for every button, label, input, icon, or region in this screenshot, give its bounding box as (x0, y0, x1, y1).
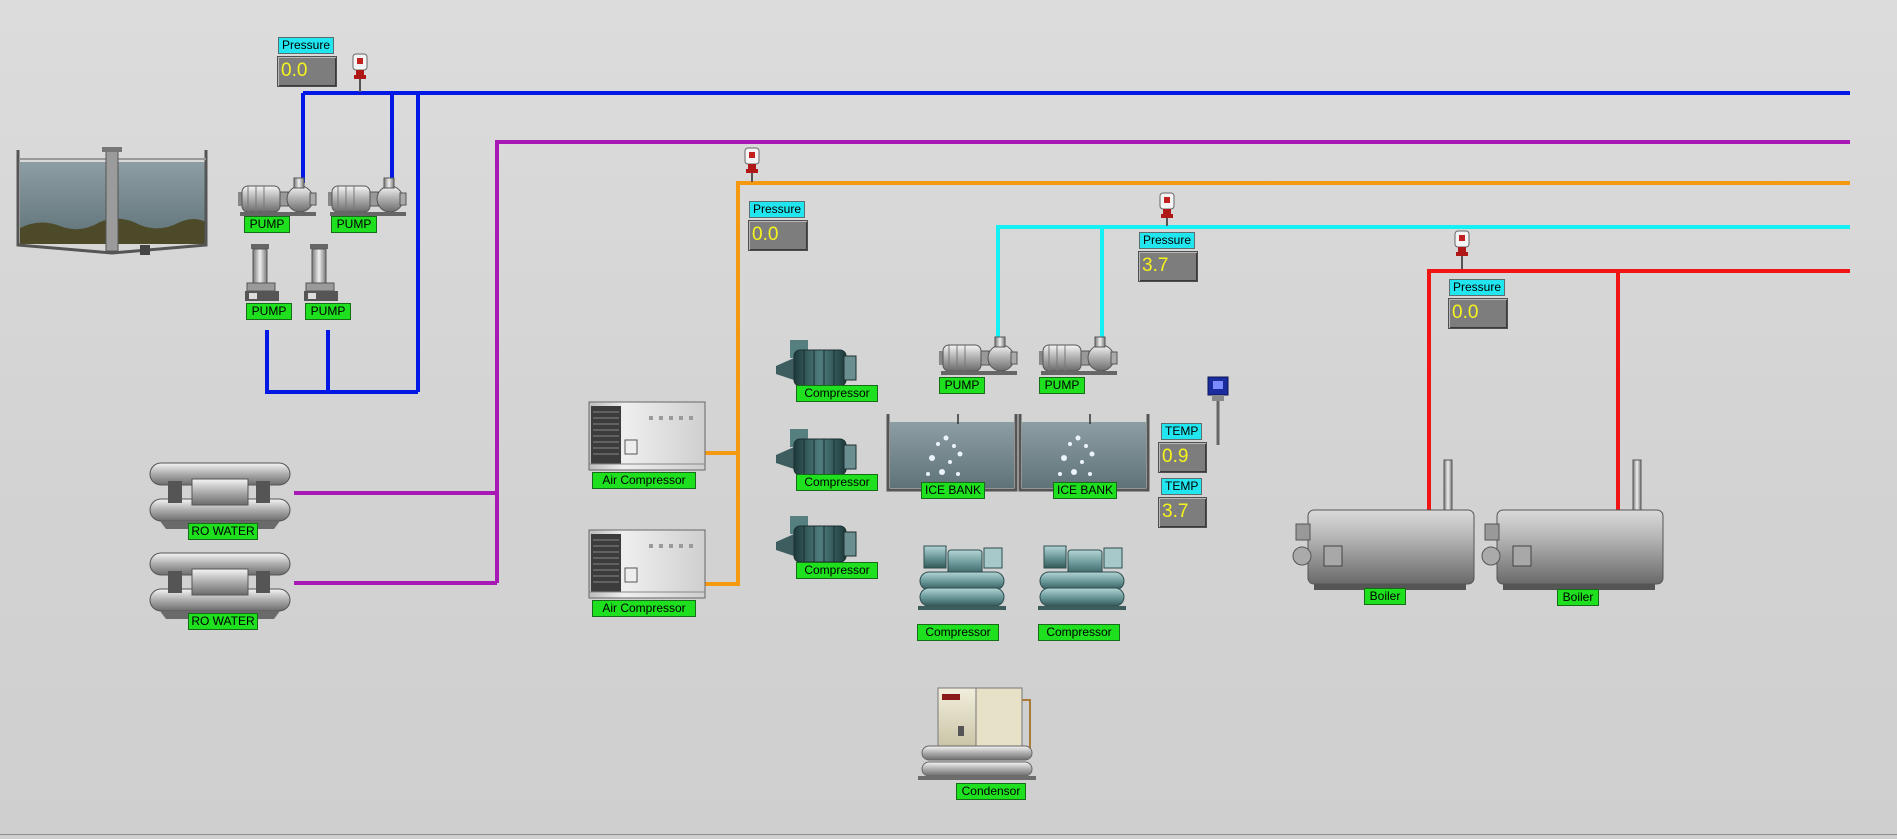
air-compressor-1-label[interactable]: Air Compressor (592, 472, 696, 489)
ice-temp-1-value[interactable]: 0.9 (1158, 442, 1207, 473)
compressor-1-label[interactable]: Compressor (796, 385, 878, 402)
pump-3-graphic[interactable] (939, 336, 1018, 375)
ice-bank-1-graphic[interactable] (886, 414, 1018, 492)
canvas-bottom-border (0, 834, 1897, 835)
vertical-pump-1-graphic[interactable] (245, 244, 279, 301)
temperature-probe-icon (1207, 376, 1229, 445)
air-compressor-2-label[interactable]: Air Compressor (592, 600, 696, 617)
ro-water-1-label[interactable]: RO WATER (188, 523, 258, 540)
compressor-3-graphic[interactable] (776, 516, 857, 563)
compressor-3-label[interactable]: Compressor (796, 562, 878, 579)
ice-bank-2-label[interactable]: ICE BANK (1053, 482, 1117, 499)
ro-water-line (294, 140, 1850, 585)
boiler-1-label[interactable]: Boiler (1364, 588, 1406, 605)
ice-bank-2-graphic[interactable] (1018, 414, 1150, 492)
air-compressor-2-graphic[interactable] (588, 529, 706, 599)
water-supply-line (265, 91, 1850, 394)
steam-pressure-title: Pressure (1449, 279, 1506, 296)
chilled-pressure-value[interactable]: 3.7 (1138, 251, 1198, 282)
ro-water-unit-1-graphic[interactable] (149, 462, 291, 529)
compressor-1-graphic[interactable] (776, 340, 857, 387)
condensor-label[interactable]: Condensor (956, 783, 1026, 800)
boiler-1-graphic[interactable] (1292, 459, 1475, 590)
compressor-5-label[interactable]: Compressor (1038, 624, 1120, 641)
condensor-graphic[interactable] (918, 687, 1036, 780)
pump-4-label[interactable]: PUMP (1039, 377, 1085, 394)
chilled-pressure-title: Pressure (1139, 232, 1196, 249)
ro-water-2-label[interactable]: RO WATER (188, 613, 258, 630)
ice-temp-2-title: TEMP (1161, 478, 1203, 495)
compressor-5-graphic[interactable] (1038, 545, 1126, 610)
pump-2-label[interactable]: PUMP (331, 216, 377, 233)
vertical-pump-2-label[interactable]: PUMP (305, 303, 351, 320)
chilled-water-line (996, 225, 1850, 338)
pump-3-label[interactable]: PUMP (939, 377, 985, 394)
pump-4-graphic[interactable] (1039, 336, 1118, 375)
pressure-transmitter-icon (1454, 230, 1470, 269)
pressure-transmitter-icon (744, 147, 760, 182)
water-pressure-title: Pressure (278, 37, 335, 54)
compressor-2-label[interactable]: Compressor (796, 474, 878, 491)
air-compressor-1-graphic[interactable] (588, 401, 706, 471)
vertical-pump-1-label[interactable]: PUMP (246, 303, 292, 320)
compressor-4-label[interactable]: Compressor (917, 624, 999, 641)
vertical-pump-2-graphic[interactable] (304, 244, 338, 301)
pump-2-graphic[interactable] (328, 177, 407, 216)
pressure-transmitter-icon (352, 53, 368, 92)
steam-pressure-value[interactable]: 0.0 (1448, 298, 1508, 329)
air-pressure-value[interactable]: 0.0 (748, 220, 808, 251)
air-pressure-title: Pressure (749, 201, 806, 218)
boiler-2-graphic[interactable] (1481, 459, 1664, 590)
steam-line (1427, 269, 1850, 512)
water-pressure-value[interactable]: 0.0 (277, 56, 337, 87)
pressure-transmitter-icon (1159, 192, 1175, 226)
ice-temp-2-value[interactable]: 3.7 (1158, 497, 1207, 528)
ro-water-unit-2-graphic[interactable] (149, 552, 291, 619)
boiler-2-label[interactable]: Boiler (1557, 589, 1599, 606)
ice-temp-1-title: TEMP (1161, 423, 1203, 440)
compressor-2-graphic[interactable] (776, 429, 857, 476)
raw-water-tank[interactable] (16, 147, 208, 255)
ice-bank-1-label[interactable]: ICE BANK (921, 482, 985, 499)
pump-1-label[interactable]: PUMP (244, 216, 290, 233)
compressor-4-graphic[interactable] (918, 545, 1006, 610)
pump-1-graphic[interactable] (238, 177, 317, 216)
compressed-air-line (704, 181, 1850, 586)
